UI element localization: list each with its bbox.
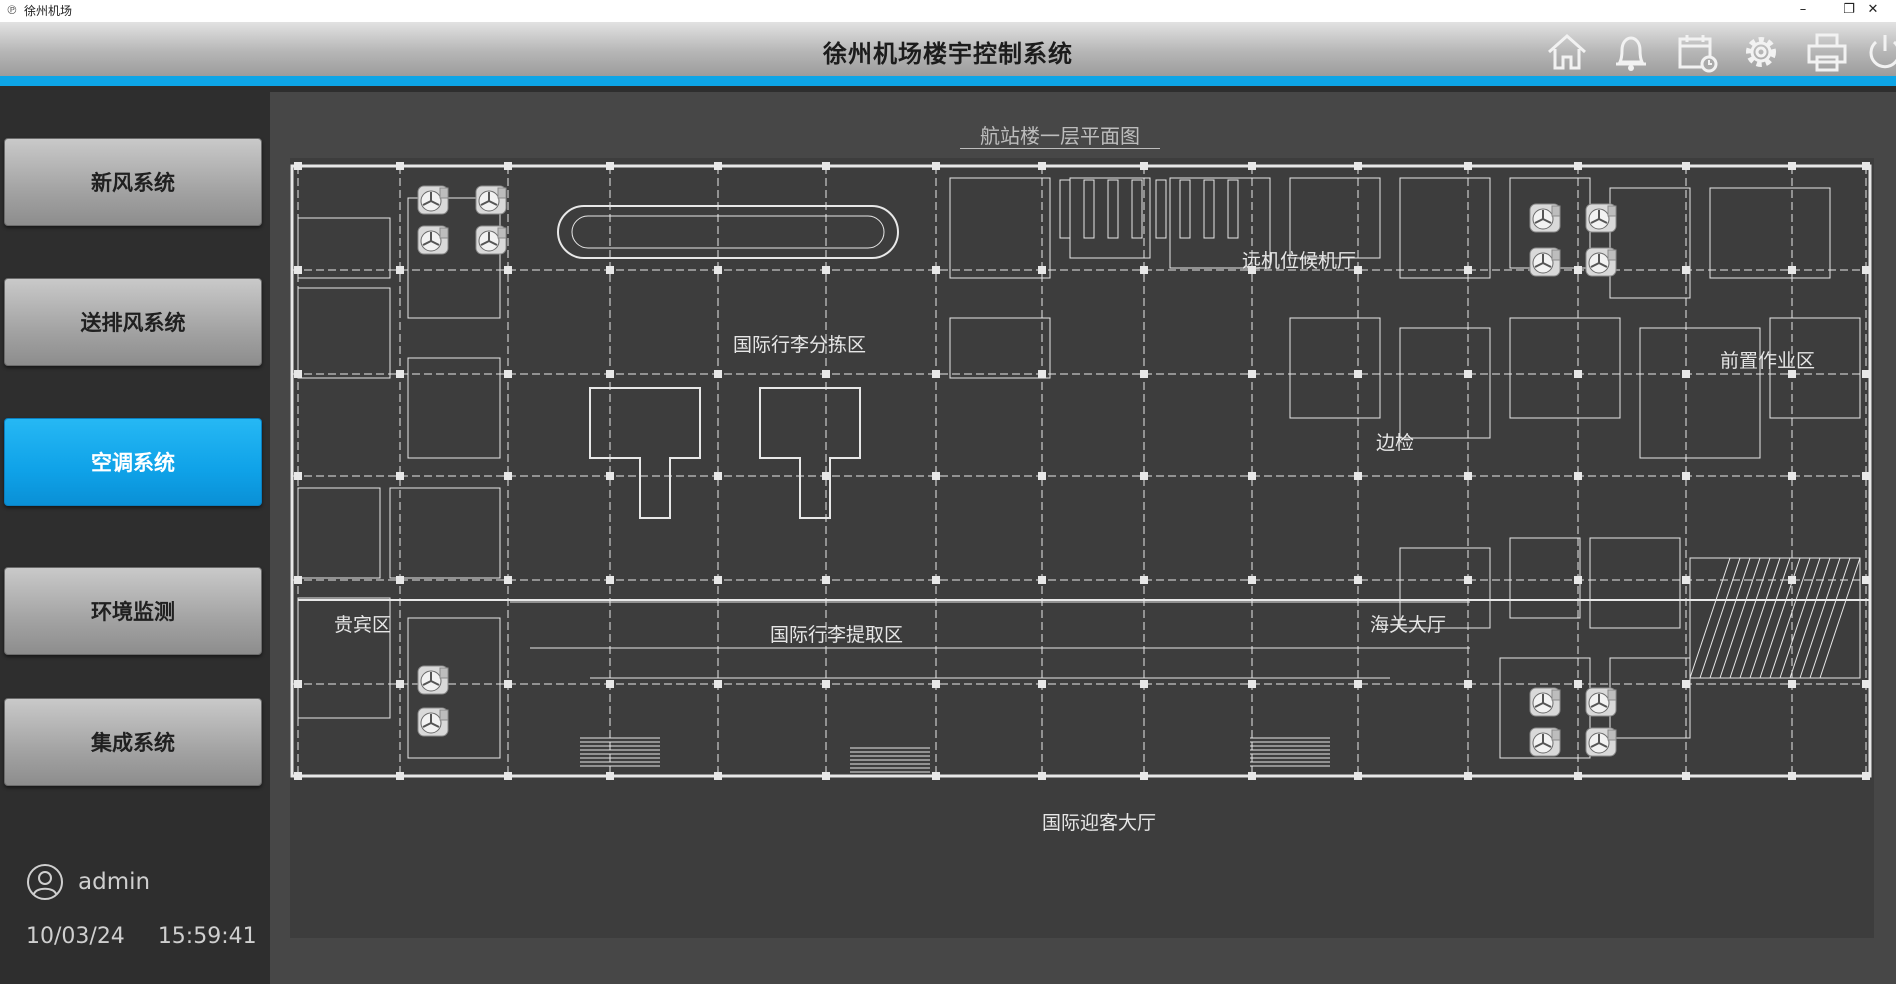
sidebar: 新风系统 送排风系统 空调系统 环境监测 集成系统	[0, 86, 270, 984]
power-icon[interactable]	[1862, 30, 1896, 74]
printer-icon[interactable]	[1804, 30, 1850, 74]
nav-supply-exhaust-button[interactable]: 送排风系统	[4, 278, 262, 366]
window-titlebar: ℗ 徐州机场 – ❐ ✕	[0, 0, 1896, 23]
app-title: 徐州机场楼宇控制系统	[823, 40, 1073, 68]
calendar-icon[interactable]	[1674, 30, 1720, 74]
window-title: 徐州机场	[24, 4, 73, 18]
home-icon[interactable]	[1544, 30, 1590, 74]
gear-icon[interactable]	[1738, 30, 1784, 74]
app-header: 徐州机场楼宇控制系统	[0, 22, 1896, 76]
ac-fan-icon[interactable]	[1529, 727, 1561, 757]
zone-label: 国际行李分拣区	[733, 334, 867, 356]
nav-fresh-air-button[interactable]: 新风系统	[4, 138, 262, 226]
zone-label: 国际迎客大厅	[1042, 812, 1157, 834]
ac-fan-icon[interactable]	[1529, 687, 1561, 717]
ac-fan-icon[interactable]	[1529, 203, 1561, 233]
nav-air-conditioning-button[interactable]: 空调系统	[4, 418, 262, 506]
minimize-button[interactable]: –	[1799, 2, 1807, 17]
app-icon: ℗	[6, 3, 18, 17]
floorplan-canvas: 国际行李分拣区 远机位候机厅 前置作业区 边检 贵宾区 国际行李提取区 海关大厅…	[290, 158, 1874, 938]
floorplan-title: 航站楼一层平面图	[980, 124, 1140, 148]
ac-fan-icon[interactable]	[1585, 687, 1617, 717]
ac-fan-icon[interactable]	[1529, 247, 1561, 277]
user-name: admin	[78, 869, 151, 895]
ac-fan-icon[interactable]	[417, 225, 449, 255]
nav-environment-monitoring-button[interactable]: 环境监测	[4, 567, 262, 655]
datetime: 10/03/24 15:59:41	[26, 924, 257, 949]
ac-fan-icon[interactable]	[417, 185, 449, 215]
zone-label: 边检	[1376, 432, 1415, 454]
zone-label: 远机位候机厅	[1242, 250, 1357, 272]
nav-integrated-system-button[interactable]: 集成系统	[4, 698, 262, 786]
ac-fan-icon[interactable]	[1585, 247, 1617, 277]
header-accent-bar	[0, 76, 1896, 86]
zone-label: 前置作业区	[1720, 350, 1816, 372]
zone-label: 海关大厅	[1370, 614, 1447, 636]
ac-fan-icon[interactable]	[475, 185, 507, 215]
zone-label: 国际行李提取区	[770, 624, 904, 646]
floorplan-title-underline	[960, 148, 1160, 149]
ac-fan-icon[interactable]	[1585, 203, 1617, 233]
zone-label: 贵宾区	[334, 614, 392, 636]
user-info: admin	[26, 862, 150, 902]
current-time: 15:59:41	[157, 924, 257, 949]
ac-fan-icon[interactable]	[417, 707, 449, 737]
user-avatar-icon	[27, 864, 63, 900]
ac-fan-icon[interactable]	[1585, 727, 1617, 757]
ac-fan-icon[interactable]	[417, 665, 449, 695]
restore-button[interactable]: ❐	[1843, 2, 1855, 17]
close-button[interactable]: ✕	[1867, 2, 1879, 17]
bell-icon[interactable]	[1608, 30, 1654, 74]
floorplan-drawing	[290, 162, 1872, 780]
ac-fan-icon[interactable]	[475, 225, 507, 255]
current-date: 10/03/24	[26, 924, 125, 949]
